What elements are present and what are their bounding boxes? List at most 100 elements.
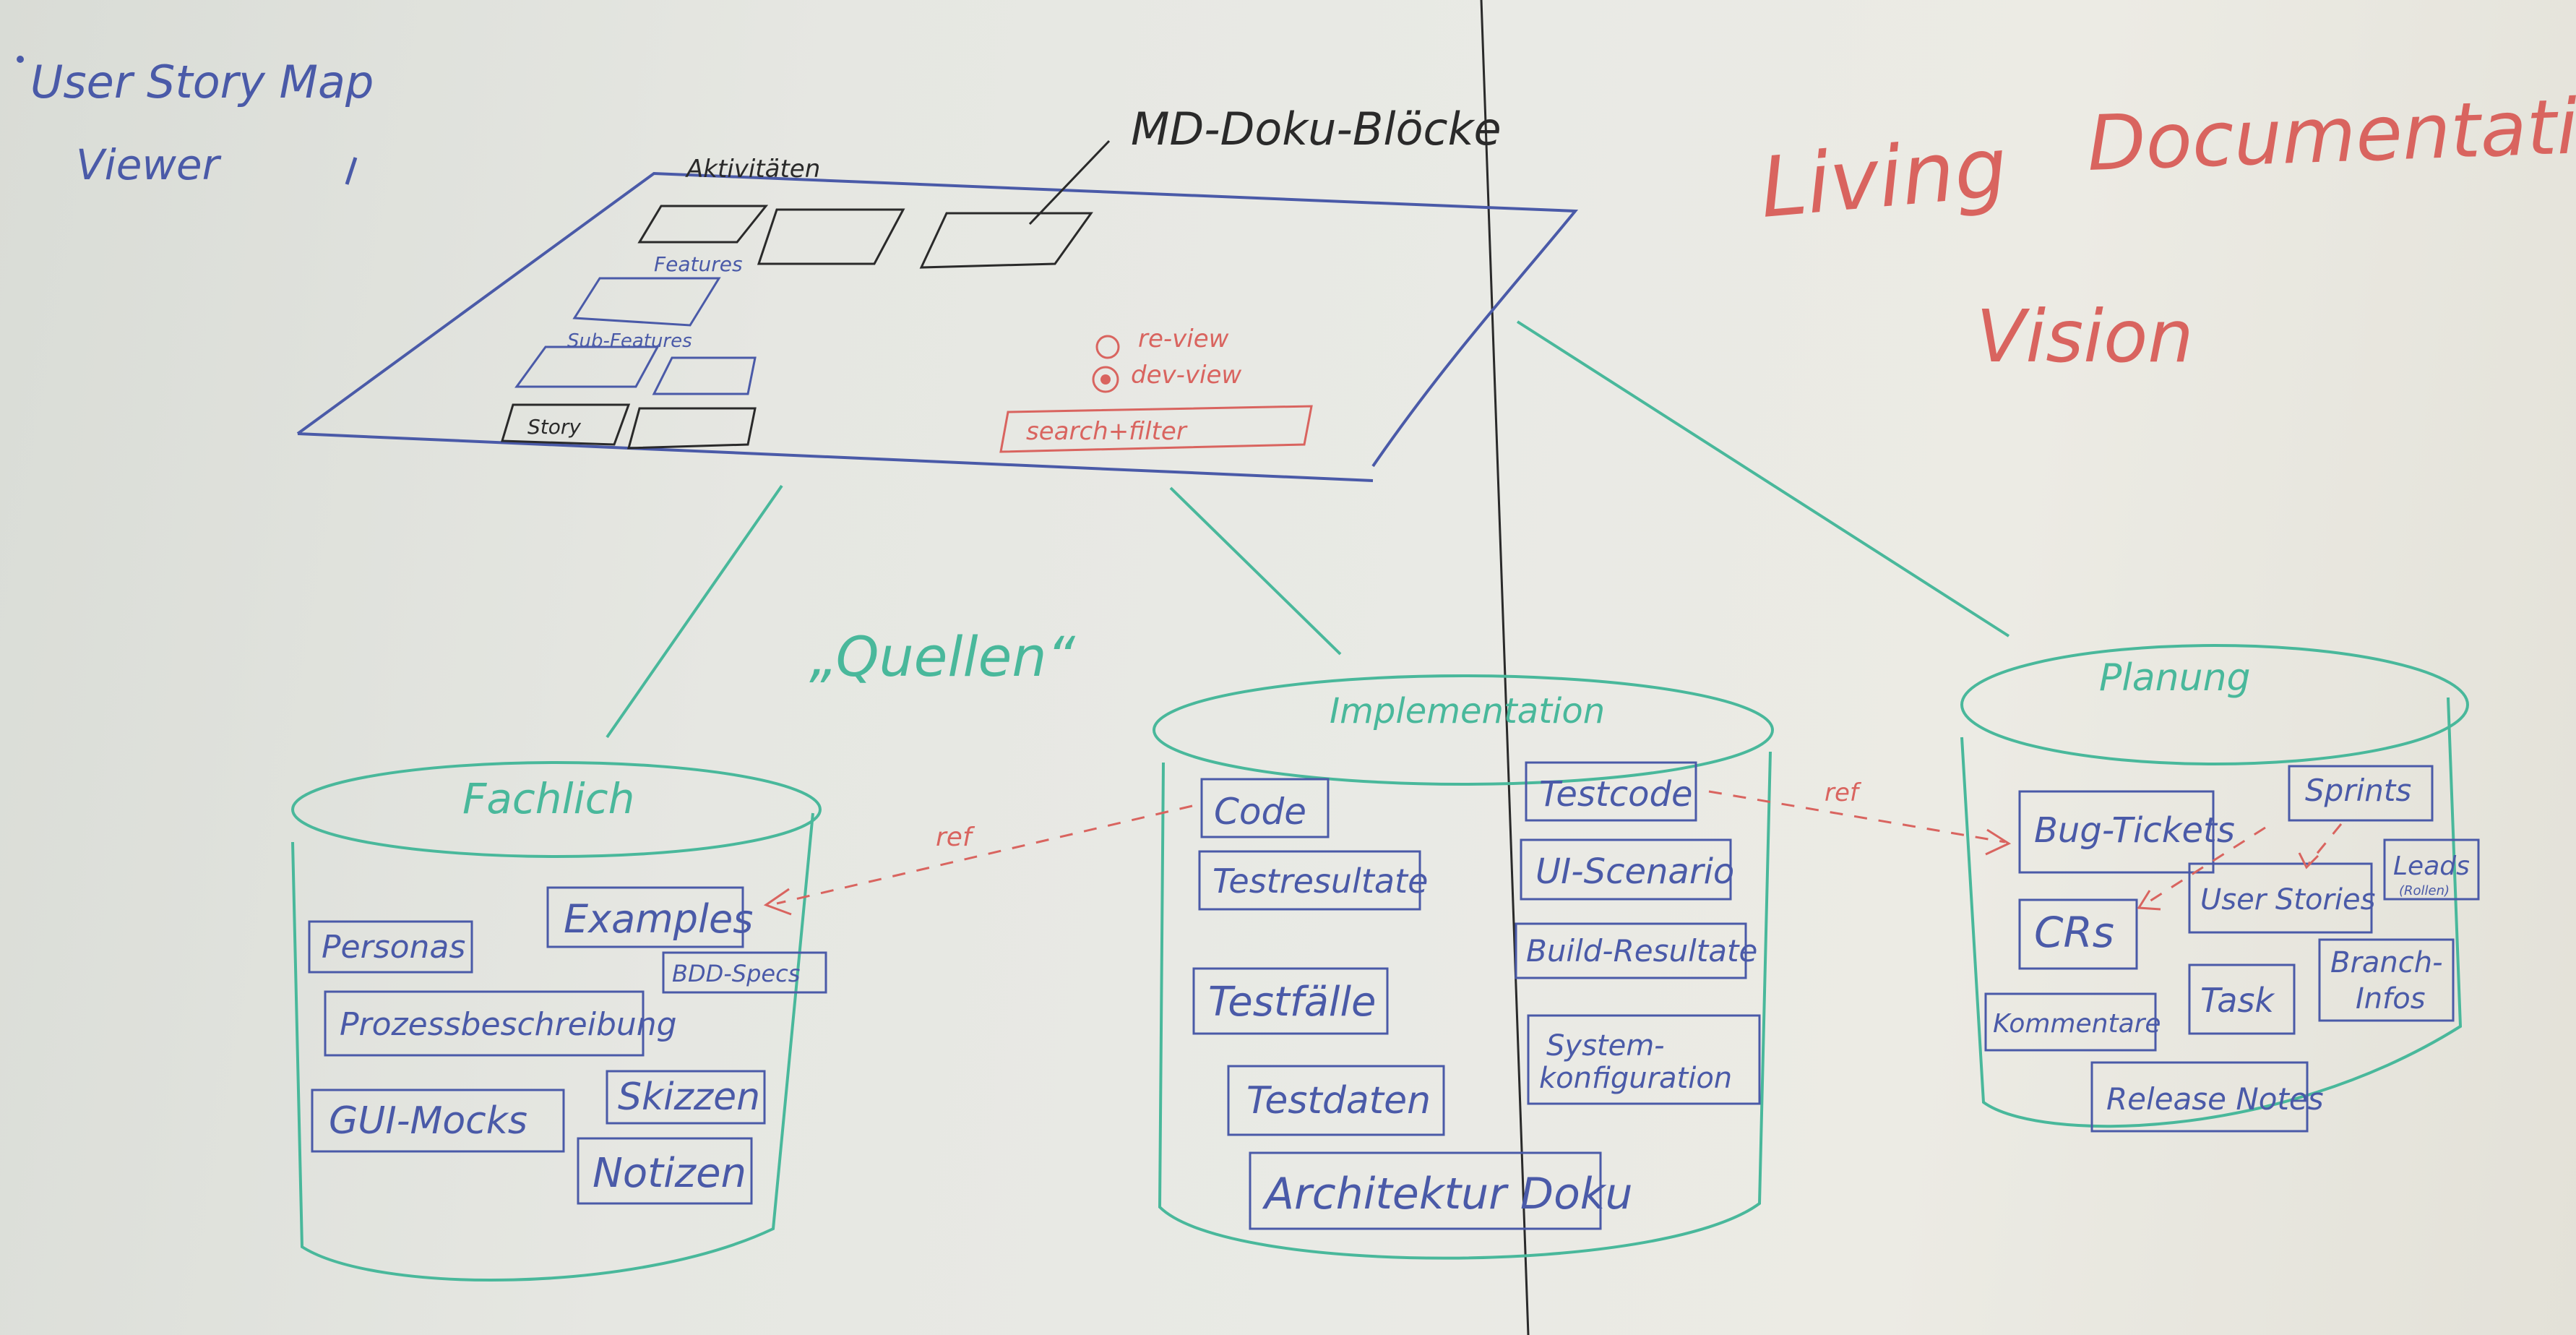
- db-implementation-top: [1153, 674, 1774, 786]
- item-testfaelle: Testfälle: [1208, 979, 1376, 1026]
- title-left-line1: User Story Map: [30, 56, 374, 108]
- item-bug-tickets: Bug-Tickets: [2034, 810, 2235, 851]
- ref-arrow-testcode-to-bug-tickets: [1708, 790, 2006, 844]
- activity-box: [637, 205, 769, 244]
- item-branch-line1: Branch-: [2330, 946, 2443, 979]
- ref-arrowheads: [763, 828, 2319, 916]
- search-filter-label: search+filter: [1026, 417, 1188, 446]
- title-right: Living Documentation Vision: [1757, 80, 2576, 379]
- search-filter-box[interactable]: [999, 405, 1313, 453]
- item-box-code: [1200, 778, 1330, 838]
- arrowhead-icon: [763, 888, 792, 916]
- sub-features-label: Sub-Features: [567, 330, 692, 352]
- db-implementation-title: Implementation: [1330, 691, 1605, 731]
- item-crs: CRs: [2034, 908, 2114, 957]
- item-box-personas: [308, 920, 473, 974]
- item-branch-line2: Infos: [2356, 982, 2426, 1016]
- sub-feature-box: [652, 356, 757, 395]
- arrowhead-icon: [1985, 828, 2012, 856]
- item-release-notes: Release Notes: [2106, 1081, 2324, 1117]
- board-seam: [1480, 0, 1530, 1335]
- db-planung: Planung Bug-Tickets Sprints CRs User Sto…: [1960, 644, 2480, 1133]
- item-box-sprints: [2288, 765, 2434, 822]
- item-ui-scenario: UI-Scenario: [1535, 851, 1734, 892]
- db-planung-title: Planung: [2099, 656, 2251, 700]
- source-connectors: [606, 320, 2010, 739]
- item-box-ui-scenario: [1520, 838, 1732, 901]
- item-box-testdaten: [1227, 1065, 1445, 1136]
- item-system-line1: System-: [1546, 1029, 1665, 1063]
- activity-box: [919, 212, 1093, 269]
- db-planung-top: [1960, 644, 2469, 765]
- sub-feature-box: [514, 345, 660, 388]
- item-box-leads: [2383, 838, 2480, 901]
- feature-box: [572, 277, 721, 327]
- activity-box: [757, 208, 905, 265]
- title-left-line2: Viewer: [76, 140, 222, 189]
- item-box-testresultate: [1198, 850, 1421, 911]
- item-notizen: Notizen: [593, 1150, 746, 1197]
- story-label: Story: [527, 415, 581, 439]
- item-box-prozessbeschreibung: [324, 990, 645, 1057]
- db-planung-body: [1960, 697, 2463, 1128]
- item-box-build-resultate: [1515, 922, 1747, 979]
- db-implementation: Implementation Code Testresultate Testfä…: [1153, 674, 1774, 1260]
- item-box-branch-infos: [2318, 938, 2455, 1022]
- item-box-notizen: [577, 1137, 753, 1205]
- md-blocks-pointer: [1028, 139, 1111, 226]
- story-map-mockup: Aktivitäten Features Sub-Features Story …: [296, 103, 1579, 482]
- item-box-skizzen: [606, 1070, 766, 1125]
- item-skizzen: Skizzen: [618, 1076, 760, 1119]
- bullet-dot-icon: [17, 56, 24, 63]
- ref-arrow-code-to-examples: [776, 804, 1193, 905]
- db-fachlich-top: [291, 761, 822, 858]
- item-box-architektur-doku: [1249, 1151, 1602, 1230]
- ref-label-right: ref: [1825, 778, 1862, 807]
- db-implementation-body: [1158, 751, 1772, 1260]
- item-box-task: [2188, 963, 2296, 1035]
- item-kommentare: Kommentare: [1993, 1009, 2161, 1039]
- item-box-systemkonfiguration: [1527, 1014, 1761, 1105]
- item-gui-mocks: GUI-Mocks: [329, 1099, 527, 1143]
- item-box-release-notes: [2090, 1061, 2309, 1133]
- item-code: Code: [1214, 791, 1306, 833]
- item-leads: Leads: [2393, 851, 2470, 881]
- db-fachlich-title: Fachlich: [462, 774, 634, 823]
- item-sprints: Sprints: [2305, 773, 2411, 808]
- connector-fachlich: [606, 484, 783, 739]
- radio-re-view[interactable]: [1095, 335, 1120, 359]
- sources-label: „Quellen“: [809, 624, 1076, 689]
- story-box: [627, 407, 757, 450]
- item-box-crs: [2018, 898, 2138, 970]
- radio-label-dev-view: dev-view: [1131, 361, 1241, 390]
- title-left: User Story Map Viewer: [17, 56, 374, 189]
- arrowhead-icon: [2137, 890, 2161, 911]
- mockup-frame: [296, 171, 1579, 482]
- connector-implementation: [1169, 486, 1342, 656]
- item-box-testcode: [1525, 761, 1697, 822]
- item-box-bug-tickets: [2018, 790, 2215, 874]
- item-examples: Examples: [564, 896, 753, 942]
- arrowhead-icon: [2298, 852, 2319, 870]
- radio-dev-view[interactable]: [1092, 366, 1119, 393]
- item-box-examples: [546, 886, 744, 948]
- item-testcode: Testcode: [1539, 774, 1693, 815]
- mockup-header: Aktivitäten: [685, 155, 820, 184]
- title-right-documentation: Documentation: [2086, 80, 2576, 188]
- item-task: Task: [2200, 981, 2275, 1020]
- mark-icon: [345, 157, 358, 185]
- connector-planung: [1516, 320, 2010, 638]
- item-testresultate: Testresultate: [1212, 862, 1428, 901]
- db-fachlich-body: [291, 812, 814, 1282]
- item-leads-rollen: (Rollen): [2399, 883, 2450, 898]
- md-blocks-label: MD-Doku-Blöcke: [1131, 103, 1502, 155]
- title-right-vision: Vision: [1976, 294, 2194, 379]
- title-right-living: Living: [1757, 119, 2011, 237]
- item-box-kommentare: [1984, 992, 2157, 1052]
- item-system-line2: konfiguration: [1539, 1062, 1732, 1095]
- story-box: [501, 403, 631, 446]
- item-build-resultate: Build-Resultate: [1526, 933, 1757, 969]
- ref-arrow-sprints-to-user-stories: [2307, 823, 2343, 864]
- db-fachlich: Fachlich Personas Examples BDD-Specs Pro…: [291, 761, 827, 1282]
- item-box-gui-mocks: [311, 1089, 565, 1153]
